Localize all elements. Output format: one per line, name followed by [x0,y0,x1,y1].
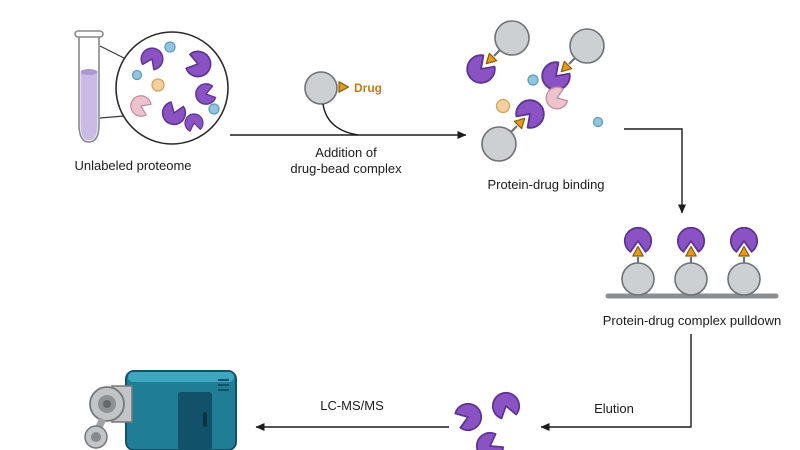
pink-protein-icon [542,84,570,113]
protein-drug-complex [535,28,605,97]
bead-icon [674,262,708,296]
pulled-complex [674,226,708,296]
label-elution: Elution [594,401,634,416]
protein-icon [511,93,551,133]
arrow-to-pulldown [624,128,686,214]
mass-spectrometer-icon [84,370,237,450]
bead-stem [493,49,501,57]
bead-icon [621,262,655,296]
binding-step: Protein-drug binding [460,20,605,192]
blue-dot-icon [208,103,220,115]
arrow-elution [540,334,692,431]
drug-triangle-icon [738,245,750,257]
zoom-cone-line-bottom [99,115,125,119]
label-drug: Drug [354,81,382,95]
label-protein-drug-binding: Protein-drug binding [487,177,604,192]
peach-dot-icon [495,98,511,114]
bead-icon [304,71,338,105]
label-addition-line2: drug-bead complex [290,161,402,176]
label-unlabeled-proteome: Unlabeled proteome [74,158,191,173]
unlabeled-proteome-step: Unlabeled proteome [74,30,229,173]
protein-drug-complex [460,20,530,90]
bead-stem [568,57,576,65]
label-pulldown: Protein-drug complex pulldown [603,313,781,328]
pulled-complex [621,226,655,296]
eluted-protein-icon [488,388,523,421]
drug-triangle-icon [685,245,697,257]
drug-triangle-icon [632,245,644,257]
label-lcms: LC-MS/MS [320,398,384,413]
lcms-step: LC-MS/MS [84,370,449,450]
blue-dot-icon [592,116,604,128]
pulldown-step: Protein-drug complex pulldown [603,226,781,328]
pulled-complex [727,226,761,296]
protein-drug-complex [481,93,551,162]
blue-dot-icon [131,69,143,81]
drug-bead-merge-curve [322,103,359,136]
label-addition-line1: Addition of [315,145,377,160]
drug-bead-icon: Drug [304,71,382,105]
addition-step: Drug Addition of drug-bead complex [230,71,467,176]
bead-icon [481,126,517,162]
bead-icon [727,262,761,296]
elution-step: Elution [452,334,692,450]
peach-dot-icon [151,78,165,92]
bead-icon [569,28,605,64]
bead-icon [494,20,530,56]
eluted-protein-icon [471,428,507,450]
bead-stem [510,125,518,133]
zoom-cone-line-top [99,45,127,60]
vent-lines [218,379,229,391]
test-tube-icon [74,30,104,143]
drug-triangle-icon [338,81,350,93]
blue-dot-icon [527,74,539,86]
blue-dot-icon [164,41,176,53]
eluted-protein-icon [452,399,486,434]
proteome-zoom-view [115,31,229,145]
